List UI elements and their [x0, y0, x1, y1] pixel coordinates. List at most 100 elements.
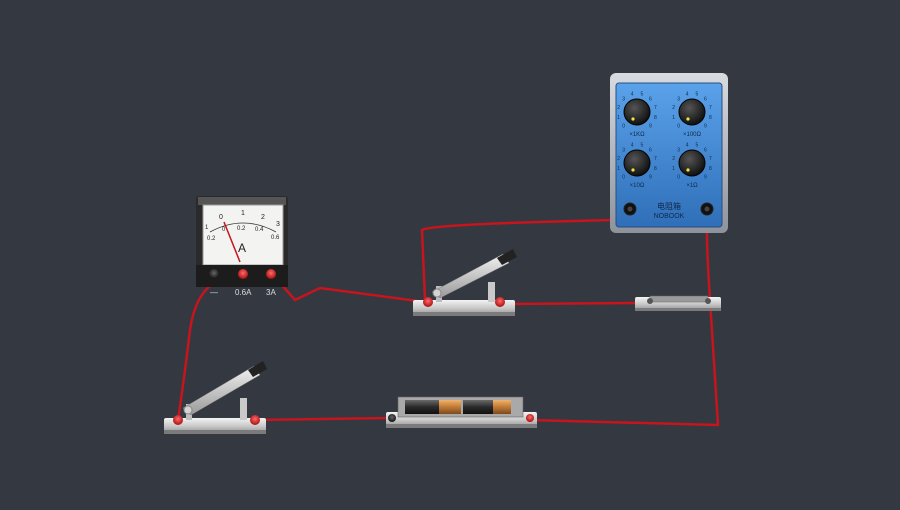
- dial-knob[interactable]: [678, 149, 706, 177]
- terminal-hole: [704, 206, 710, 212]
- dial-digit: 6: [649, 97, 652, 103]
- switch-handle[interactable]: [497, 249, 517, 265]
- dial-digit: 9: [649, 174, 652, 180]
- terminal-3A-label: 3A: [266, 288, 276, 297]
- switch-terminal[interactable]: [250, 415, 260, 425]
- dial-digit: 1: [617, 166, 620, 172]
- dial-label: ×100Ω: [683, 132, 702, 138]
- wire-ammeter-to-lower-switch[interactable]: [176, 281, 215, 421]
- dial-digit: 2: [617, 105, 620, 111]
- switch-handle[interactable]: [248, 361, 267, 377]
- switch-terminal[interactable]: [495, 297, 505, 307]
- dial-digit: 8: [654, 115, 657, 121]
- switch-terminal[interactable]: [173, 415, 183, 425]
- switch-lever[interactable]: [182, 365, 261, 416]
- dial-digit: 4: [686, 92, 689, 98]
- battery-terminal-negative[interactable]: [388, 414, 396, 422]
- ammeter-unit: A: [238, 241, 246, 255]
- battery-terminal-positive[interactable]: [526, 414, 534, 422]
- ammeter-terminal-0.6A[interactable]: [238, 269, 248, 279]
- resistance-box-title: 电阻箱: [657, 201, 681, 211]
- terminal-hole: [627, 206, 633, 212]
- ammeter-needle: [223, 221, 241, 263]
- terminal-minus-label: —: [210, 288, 218, 297]
- ammeter-scale: 0 1 2 3 1 0.2 0 0.2 0.4 0.6 A: [205, 210, 280, 255]
- dial-knob[interactable]: [623, 98, 651, 126]
- dial-indicator: [631, 168, 635, 172]
- switch-contact: [488, 282, 495, 302]
- dial-digit: 9: [704, 174, 707, 180]
- scale-left-bottom: 0.2: [207, 236, 216, 242]
- dial-digit: 5: [696, 92, 699, 98]
- dial-digit: 3: [677, 148, 680, 154]
- dial-digit: 2: [672, 156, 675, 162]
- dial-digit: 6: [704, 148, 707, 154]
- wires: [176, 209, 720, 427]
- scale-top-3: 3: [276, 221, 280, 228]
- dial-knob[interactable]: [678, 98, 706, 126]
- dial-digit: 1: [672, 115, 675, 121]
- resistor-terminal[interactable]: [705, 298, 711, 304]
- dial-digit: 6: [704, 97, 707, 103]
- dial-digit: 0: [677, 123, 680, 129]
- wire-upper-switch-to-resistor[interactable]: [499, 301, 641, 306]
- scale-left-top: 1: [205, 225, 209, 231]
- dial-indicator: [686, 168, 690, 172]
- dial-digit: 7: [709, 156, 712, 162]
- wire-battery-to-lower-switch[interactable]: [254, 416, 393, 422]
- dial-digit: 3: [622, 148, 625, 154]
- scale-top-0: 0: [219, 214, 223, 221]
- resistor-terminal[interactable]: [647, 298, 653, 304]
- dial-digit: 4: [631, 92, 634, 98]
- dial-digit: 3: [677, 97, 680, 103]
- switch-lever[interactable]: [431, 253, 510, 299]
- wire-box-to-battery[interactable]: [529, 299, 720, 427]
- scale-top-2: 2: [261, 214, 265, 221]
- wire-ammeter-to-upper-switch[interactable]: [279, 282, 426, 304]
- scale-bottom-0: 0: [222, 227, 226, 233]
- ammeter-terminal-3A[interactable]: [266, 269, 276, 279]
- dial-digit: 2: [617, 156, 620, 162]
- dial-digit: 7: [654, 105, 657, 111]
- dial-digit: 5: [641, 143, 644, 149]
- ammeter[interactable]: 0 1 2 3 1 0.2 0 0.2 0.4 0.6 A — 0.6A 3A: [196, 196, 288, 297]
- terminal-0.6A-label: 0.6A: [235, 288, 252, 297]
- dial-label: ×1KΩ: [629, 132, 645, 138]
- dial-digit: 7: [654, 156, 657, 162]
- resistance-box-brand: NOBOOK: [654, 213, 685, 220]
- dial-digit: 4: [631, 143, 634, 149]
- switch-terminal[interactable]: [423, 297, 433, 307]
- dial-label: ×1Ω: [686, 183, 698, 189]
- dial-indicator: [631, 117, 635, 121]
- dial-digit: 9: [704, 123, 707, 129]
- dial-digit: 7: [709, 105, 712, 111]
- dial-digit: 8: [654, 166, 657, 172]
- scale-bottom-1: 0.2: [237, 226, 246, 232]
- scale-bottom-2: 0.4: [255, 227, 264, 233]
- dial-label: ×10Ω: [630, 183, 645, 189]
- switch-upper[interactable]: [413, 249, 517, 316]
- dial-digit: 1: [672, 166, 675, 172]
- dial-digit: 9: [649, 123, 652, 129]
- dial-digit: 0: [622, 123, 625, 129]
- dial-digit: 0: [677, 174, 680, 180]
- dial-digit: 5: [696, 143, 699, 149]
- dial-knob[interactable]: [623, 149, 651, 177]
- scale-bottom-3: 0.6: [271, 235, 280, 241]
- battery-holder[interactable]: [386, 396, 537, 428]
- dial-digit: 4: [686, 143, 689, 149]
- dial-digit: 5: [641, 92, 644, 98]
- switch-contact: [240, 398, 247, 420]
- battery-cell-1: [405, 400, 461, 414]
- ammeter-terminal-minus[interactable]: [209, 269, 219, 279]
- dial-digit: 3: [622, 97, 625, 103]
- switch-lower[interactable]: [164, 361, 267, 434]
- battery-cell-2: [463, 400, 511, 414]
- fixed-resistor[interactable]: [635, 295, 721, 311]
